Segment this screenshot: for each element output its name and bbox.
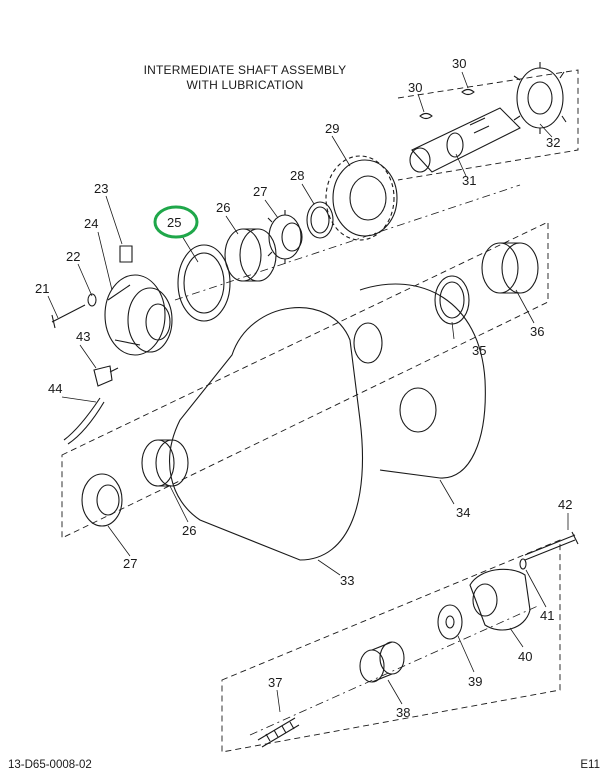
housing-part-33 xyxy=(169,307,363,561)
callout-27-lower: 27 xyxy=(123,556,137,571)
bearing-cup-part-26a xyxy=(224,228,277,282)
bearing-cone-part-27b xyxy=(81,473,123,527)
washer-part-22 xyxy=(87,293,97,307)
bottom-axis-line xyxy=(249,604,541,736)
diagram-title-line-2: WITH LUBRICATION xyxy=(186,78,304,92)
drawing-id: 13-D65-0008-02 xyxy=(8,759,92,771)
plug-part-23 xyxy=(119,245,133,263)
callout-35: 35 xyxy=(472,343,486,358)
callout-24: 24 xyxy=(84,216,98,231)
callout-38: 38 xyxy=(396,705,410,720)
gear-part-29 xyxy=(325,155,398,241)
callout-36: 36 xyxy=(530,324,544,339)
callout-26-lower: 26 xyxy=(182,523,196,538)
elbow-fitting-part-43 xyxy=(93,365,119,387)
bearing-cup-part-26b xyxy=(141,439,189,487)
callout-23: 23 xyxy=(94,181,108,196)
callout-33: 33 xyxy=(340,573,354,588)
callout-21: 21 xyxy=(35,281,49,296)
callout-37: 37 xyxy=(268,675,282,690)
gasket-part-39 xyxy=(437,604,463,640)
bottom-group-frame xyxy=(221,539,561,753)
callout-30-left: 30 xyxy=(408,80,422,95)
callout-43: 43 xyxy=(76,329,90,344)
snap-ring-part-28 xyxy=(306,201,334,239)
page-ref: E11 xyxy=(580,759,600,771)
rotor-part-38 xyxy=(359,641,405,683)
callout-30-right: 30 xyxy=(452,56,466,71)
callout-22: 22 xyxy=(66,249,80,264)
highlight-ring-part-25 xyxy=(153,205,199,239)
callout-labels: 21 22 23 24 25 26 27 28 29 30 30 31 32 3… xyxy=(35,56,572,720)
callout-41: 41 xyxy=(540,608,554,623)
callout-34: 34 xyxy=(456,505,470,520)
callout-42: 42 xyxy=(558,497,572,512)
callout-25: 25 xyxy=(167,215,181,230)
callout-27-upper: 27 xyxy=(253,184,267,199)
callout-28: 28 xyxy=(290,168,304,183)
callout-39: 39 xyxy=(468,674,482,689)
woodruff-key-part-30a xyxy=(419,112,433,120)
bearing-cover-part-24 xyxy=(104,274,173,356)
callout-44: 44 xyxy=(48,381,62,396)
callout-26-upper: 26 xyxy=(216,200,230,215)
callout-32: 32 xyxy=(546,135,560,150)
bearing-part-36 xyxy=(481,242,539,294)
bearing-cone-part-27a xyxy=(267,210,303,264)
callout-40: 40 xyxy=(518,649,532,664)
lower-group-frame xyxy=(61,221,549,539)
upper-group-frame xyxy=(397,69,579,181)
lube-tube-part-44 xyxy=(63,397,105,445)
bolt-part-21 xyxy=(51,304,86,329)
callout-29: 29 xyxy=(325,121,339,136)
center-axis-line xyxy=(174,184,521,301)
diagram-title-line-1: INTERMEDIATE SHAFT ASSEMBLY xyxy=(143,63,347,77)
pump-body-part-40 xyxy=(469,568,531,631)
drive-screw-part-37 xyxy=(257,717,300,748)
woodruff-key-part-30b xyxy=(461,88,475,96)
housing-bore xyxy=(353,322,383,364)
leader-lines xyxy=(47,71,569,713)
housing-part-34 xyxy=(359,283,486,479)
callout-31: 31 xyxy=(462,173,476,188)
intermediate-shaft-part-31 xyxy=(409,107,521,173)
gear-part-32 xyxy=(513,62,567,134)
washer-part-41 xyxy=(519,558,527,570)
gasket-part-25 xyxy=(177,244,231,322)
bolt-part-42 xyxy=(524,531,579,561)
